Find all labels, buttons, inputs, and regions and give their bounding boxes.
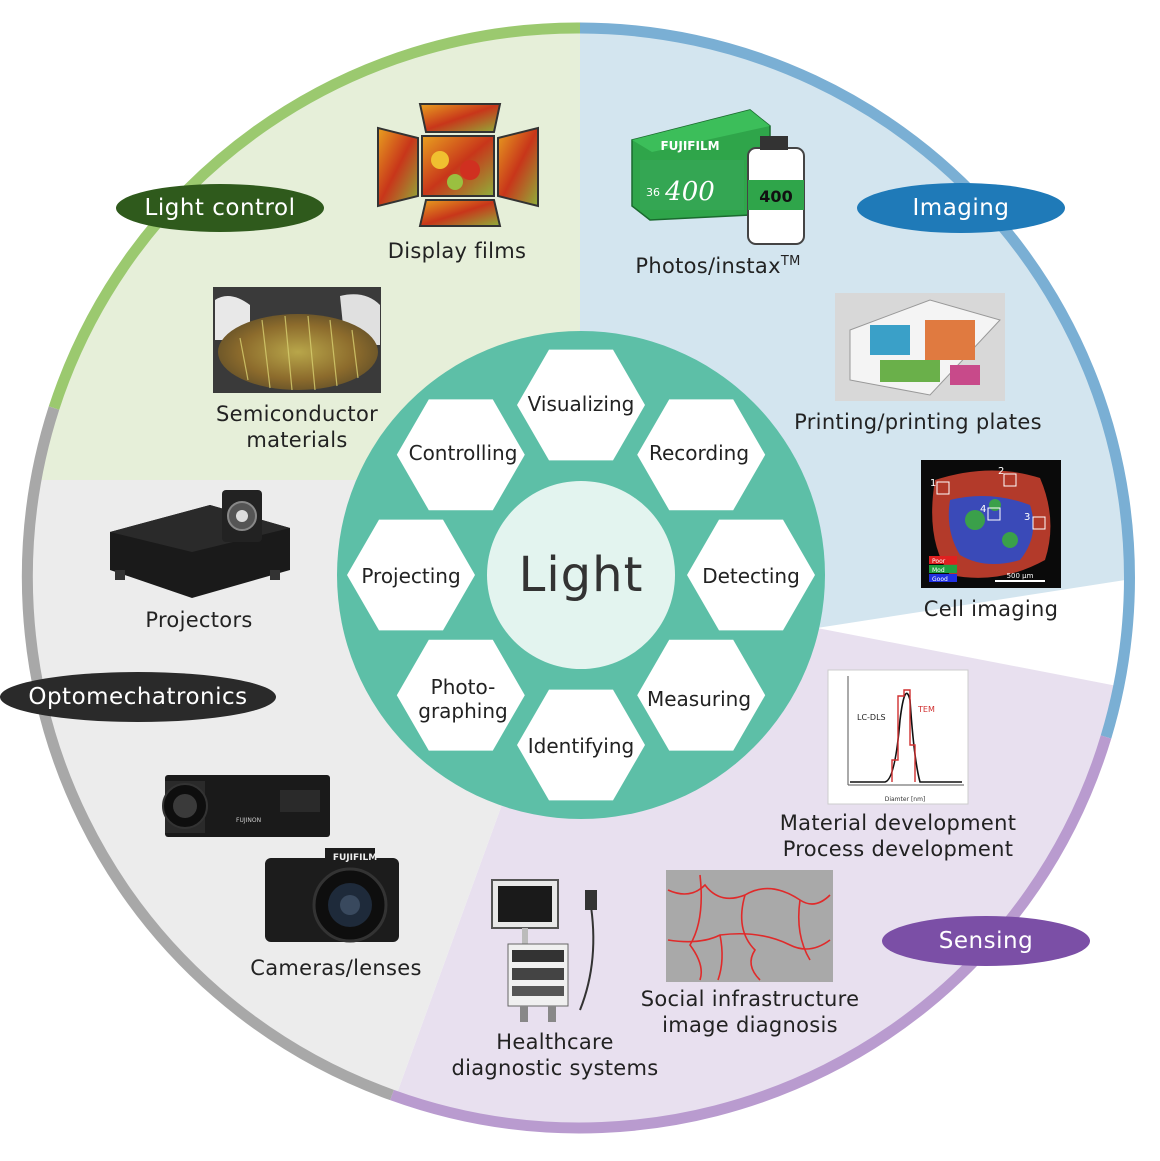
label-healthcare-2: diagnostic systems — [451, 1056, 659, 1080]
cell-mark-3: 3 — [1024, 512, 1030, 523]
hexagon-identifying — [517, 689, 645, 801]
cell-legend-poor: Poor — [932, 558, 946, 565]
healthcare-image — [491, 879, 597, 1022]
chart-lcdls-label: LC-DLS — [857, 713, 886, 722]
chart-tem-label: TEM — [917, 705, 935, 714]
function-visualizing: Visualizing — [527, 392, 635, 416]
label-semi-2: materials — [246, 428, 348, 452]
ring-sensing — [390, 735, 1112, 1134]
label-display-films: Display films — [387, 239, 527, 263]
film-box-image: 400 FUJIFILM 36 400 — [631, 109, 805, 245]
hexagon-recording — [637, 399, 766, 511]
cell-scale-text: 500 μm — [1007, 572, 1034, 580]
semiconductor-image — [213, 287, 381, 393]
category-light-control: Light control — [116, 184, 324, 232]
hexagon-projecting — [347, 519, 475, 631]
film-iso-text: 400 — [664, 177, 715, 207]
label-process-dev: Process development — [782, 837, 1014, 861]
label-social-infra: Social infrastructure image diagnosis — [641, 986, 860, 1038]
label-photos-instax: Photos/instaxTM — [635, 249, 800, 279]
outer-ring — [21, 22, 1135, 1134]
hexagon-controlling — [396, 399, 525, 511]
label-cameras: Cameras/lenses — [250, 956, 422, 980]
size-distribution-image: LC-DLS TEM Diamter [nm] — [827, 669, 969, 805]
camera-image: FUJIFILM — [265, 848, 399, 943]
label-healthcare: Healthcare diagnostic systems — [451, 1029, 658, 1081]
category-sensing: Sensing — [882, 916, 1090, 966]
light-core — [487, 481, 675, 669]
label-semiconductor: Semiconductor materials — [216, 401, 378, 453]
function-photographing: Photo- graphing — [418, 675, 508, 723]
film-brand-text: FUJIFILM — [660, 139, 719, 153]
canister-iso-text: 400 — [759, 187, 792, 206]
label-cell-imaging: Cell imaging — [923, 597, 1059, 621]
cell-mark-4: 4 — [980, 504, 986, 515]
category-imaging: Imaging — [857, 183, 1065, 233]
cell-mark-2: 2 — [998, 466, 1004, 477]
function-identifying: Identifying — [527, 734, 635, 758]
crack-diagnosis-image — [666, 870, 833, 982]
label-social-infra-2: image diagnosis — [662, 1013, 838, 1037]
ring-light-control — [48, 22, 581, 410]
label-printing: Printing/printing plates — [794, 410, 1042, 434]
chart-xlabel: Diamter [nm] — [885, 796, 926, 803]
function-controlling: Controlling — [408, 441, 518, 465]
label-material-dev: Material development — [779, 811, 1017, 835]
label-photos-instax-tm: TM — [780, 254, 801, 269]
function-recording: Recording — [648, 441, 750, 465]
hexagon-visualizing — [517, 349, 645, 461]
cell-legend-good: Good — [932, 576, 948, 583]
ring-optomechatronics — [21, 406, 394, 1101]
function-hexagons — [347, 349, 815, 801]
label-photos-instax-text: Photos/instax — [635, 254, 781, 278]
function-detecting: Detecting — [702, 564, 800, 588]
camera-brand-text: FUJIFILM — [333, 853, 377, 863]
hexagon-photographing — [396, 639, 525, 751]
projector-image — [110, 490, 290, 598]
cell-mark-1: 1 — [930, 478, 936, 489]
label-healthcare-1: Healthcare — [496, 1030, 614, 1054]
function-projecting: Projecting — [361, 564, 461, 588]
broadcast-brand-text: FUJINON — [236, 817, 261, 824]
center-label: Light — [518, 547, 644, 603]
label-projectors: Projectors — [145, 608, 253, 632]
label-semi-1: Semiconductor — [215, 402, 379, 426]
cell-legend-mod: Mod — [932, 567, 945, 574]
ring-imaging — [579, 22, 1135, 739]
cell-imaging-image: 1 2 3 4 Poor Mod Good 500 μm — [921, 460, 1061, 588]
label-social-infra-1: Social infrastructure — [640, 987, 860, 1011]
display-films-image — [377, 103, 539, 227]
hexagon-detecting — [687, 519, 815, 631]
label-development: Material development Process development — [780, 810, 1017, 862]
category-optomechatronics: Optomechatronics — [0, 672, 276, 722]
broadcast-lens-image: FUJINON — [162, 775, 330, 837]
hexagon-measuring — [637, 639, 766, 751]
film-count-text: 36 — [646, 186, 660, 199]
printing-image — [835, 293, 1005, 401]
function-measuring: Measuring — [646, 687, 752, 711]
